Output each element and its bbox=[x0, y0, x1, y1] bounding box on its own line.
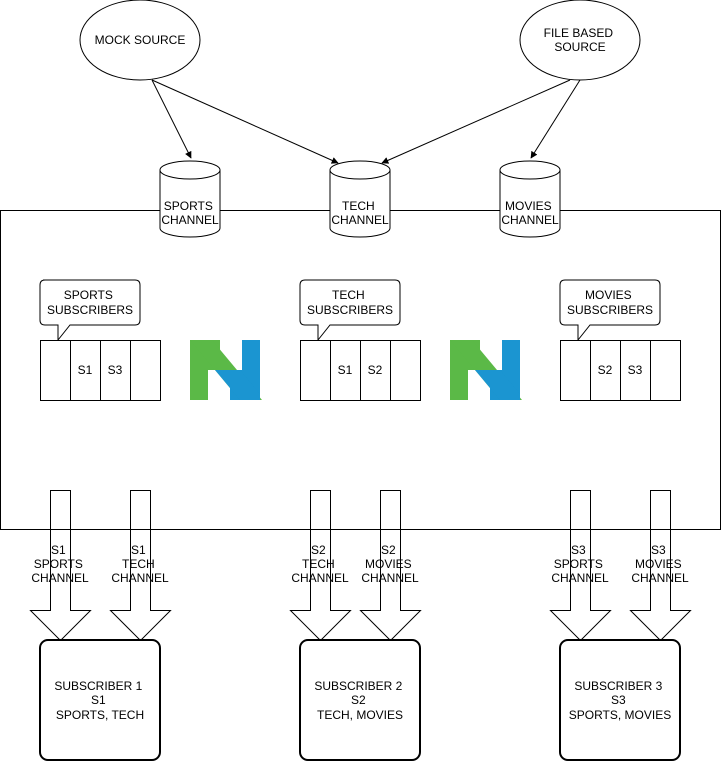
subscriber-3-name: SUBSCRIBER 3 bbox=[574, 679, 662, 693]
tech-array-cell: S1 bbox=[338, 363, 353, 377]
delivery-arrow-s3-sports bbox=[549, 490, 612, 642]
arrow-mock-to-sports bbox=[151, 79, 192, 159]
delivery-arrow-s3-movies bbox=[629, 490, 692, 642]
subscriber-1-id: S1 bbox=[91, 693, 106, 707]
movies-subscribers-label-line2: SUBSCRIBERS bbox=[567, 303, 653, 317]
svg-text:SUBSCRIBER 1 S1 SP: SUBSCRIBER 1 S1 SPORTS, TECH bbox=[54, 679, 145, 722]
arrow-label-s3-sports: S3 SPORTS CHANNEL bbox=[551, 543, 609, 585]
delivery-arrow-s2-tech bbox=[289, 490, 352, 642]
nats-logo-icon bbox=[190, 340, 262, 400]
tech-array-cell: S2 bbox=[368, 363, 383, 377]
movies-channel-label-line2: CHANNEL bbox=[501, 213, 559, 227]
arrow-label-s1-tech: S1 TECH CHANNEL bbox=[111, 543, 169, 585]
movies-array-cell: S2 bbox=[598, 363, 613, 377]
sports-channel-label-line1: SPORTS bbox=[164, 199, 213, 213]
subscriber-3-box: SUBSCRIBER 3 S3 SPORTS, MOVIES bbox=[559, 639, 681, 761]
arrow-label-s2-movies: S2 MOVIES CHANNEL bbox=[361, 543, 419, 585]
sports-subscribers-label-line2: SUBSCRIBERS bbox=[47, 303, 133, 317]
nats-logo-icon bbox=[450, 340, 522, 400]
svg-text:MOVIES SUBSCRIBERS: MOVIES SUBSCRIBERS bbox=[567, 288, 653, 317]
svg-text:FILE BASED SOURCE: FILE BASED SOURCE bbox=[544, 26, 617, 54]
subscriber-1-name: SUBSCRIBER 1 bbox=[54, 679, 142, 693]
tech-channel: TECH CHANNEL bbox=[329, 160, 391, 238]
subscriber-2-channels: TECH, MOVIES bbox=[317, 708, 403, 722]
tech-channel-label-line2: CHANNEL bbox=[331, 213, 389, 227]
movies-subscribers-callout: MOVIES SUBSCRIBERS bbox=[559, 279, 661, 342]
svg-text:SUBSCRIBER 3 S3 SP: SUBSCRIBER 3 S3 SPORTS, MOVIES bbox=[569, 679, 671, 722]
arrow-label-s1-sports: S1 SPORTS CHANNEL bbox=[31, 543, 89, 585]
movies-subscriber-array: S2 S3 bbox=[560, 340, 681, 401]
svg-text:TECH SUBSCRIBERS: TECH SUBSCRIBERS bbox=[307, 288, 393, 317]
svg-text:SUBSCRIBER 2 S2 TE: SUBSCRIBER 2 S2 TECH, MOVIES bbox=[314, 679, 405, 722]
sports-subscribers-label-line1: SPORTS bbox=[64, 288, 113, 302]
delivery-arrow-s1-sports bbox=[29, 490, 92, 642]
mock-source: MOCK SOURCE bbox=[79, 0, 201, 81]
sports-subscribers-callout: SPORTS SUBSCRIBERS bbox=[39, 279, 141, 342]
subscriber-1-channels: SPORTS, TECH bbox=[56, 708, 144, 722]
tech-channel-label-line1: TECH bbox=[342, 199, 375, 213]
sports-array-cell: S3 bbox=[108, 363, 123, 377]
tech-subscribers-label-line1: TECH bbox=[332, 288, 365, 302]
arrow-file-to-tech bbox=[381, 79, 571, 164]
movies-array-cell: S3 bbox=[628, 363, 643, 377]
subscriber-3-id: S3 bbox=[611, 693, 626, 707]
sports-array-cell: S1 bbox=[78, 363, 93, 377]
tech-subscribers-label-line2: SUBSCRIBERS bbox=[307, 303, 393, 317]
mock-source-label: MOCK SOURCE bbox=[95, 33, 186, 47]
svg-text:TECH CHANNEL: TECH CHANNEL bbox=[331, 199, 389, 227]
file-based-source: FILE BASED SOURCE bbox=[519, 0, 641, 81]
arrow-label-s2-tech: S2 TECH CHANNEL bbox=[291, 543, 349, 585]
arrow-mock-to-tech bbox=[151, 79, 339, 164]
subscriber-2-name: SUBSCRIBER 2 bbox=[314, 679, 402, 693]
tech-subscribers-callout: TECH SUBSCRIBERS bbox=[299, 279, 401, 342]
svg-text:SPORTS SUBSCRIBERS: SPORTS SUBSCRIBERS bbox=[47, 288, 133, 317]
subscriber-1-box: SUBSCRIBER 1 S1 SPORTS, TECH bbox=[39, 639, 161, 761]
sports-channel-label-line2: CHANNEL bbox=[161, 213, 219, 227]
sports-channel: SPORTS CHANNEL bbox=[159, 160, 221, 238]
arrow-label-s3-movies: S3 MOVIES CHANNEL bbox=[631, 543, 689, 585]
movies-subscribers-label-line1: MOVIES bbox=[585, 288, 632, 302]
subscriber-2-box: SUBSCRIBER 2 S2 TECH, MOVIES bbox=[299, 639, 421, 761]
subscriber-2-id: S2 bbox=[351, 693, 366, 707]
tech-subscriber-array: S1 S2 bbox=[300, 340, 421, 401]
movies-channel-label-line1: MOVIES bbox=[505, 199, 552, 213]
delivery-arrow-s1-tech bbox=[109, 490, 172, 642]
svg-text:MOVIES CHANNEL: MOVIES CHANNEL bbox=[501, 199, 559, 227]
file-source-label-line1: FILE BASED bbox=[544, 26, 614, 40]
sports-subscriber-array: S1 S3 bbox=[40, 340, 161, 401]
file-source-label-line2: SOURCE bbox=[554, 40, 605, 54]
subscriber-3-channels: SPORTS, MOVIES bbox=[569, 708, 671, 722]
svg-text:MOCK SOURCE: MOCK SOURCE bbox=[95, 33, 186, 47]
delivery-arrow-s2-movies bbox=[359, 490, 422, 642]
svg-text:SPORTS CHANNEL: SPORTS CHANNEL bbox=[161, 199, 219, 227]
arrow-file-to-movies bbox=[530, 79, 581, 159]
movies-channel: MOVIES CHANNEL bbox=[499, 160, 561, 238]
